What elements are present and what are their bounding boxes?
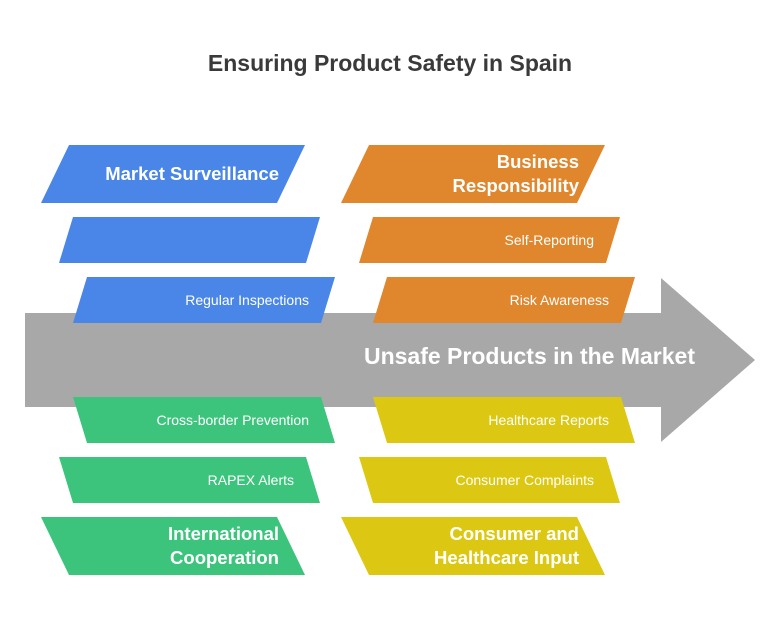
cause-label: Self-Reporting: [504, 232, 594, 248]
effect-label: Unsafe Products in the Market: [363, 343, 695, 369]
category-business-responsibility: Business Responsibility: [341, 145, 605, 203]
cause-cross-border-prevention: Cross-border Prevention: [73, 397, 335, 443]
cause-label: RAPEX Alerts: [207, 472, 294, 488]
category-market-surveillance: Market Surveillance: [41, 145, 305, 203]
category-consumer-healthcare-input: Consumer and Healthcare Input: [341, 517, 605, 575]
cause-label: Healthcare Reports: [488, 412, 609, 428]
category-label: Market Surveillance: [105, 163, 279, 184]
cause-label: Cross-border Prevention: [156, 412, 309, 428]
category-international-cooperation: International Cooperation: [41, 517, 305, 575]
category-label: Business Responsibility: [452, 151, 579, 196]
cause-market-surveillance-1: [59, 217, 320, 263]
cause-rapex-alerts: RAPEX Alerts: [59, 457, 320, 503]
cause-label: Risk Awareness: [509, 292, 609, 308]
cause-consumer-complaints: Consumer Complaints: [359, 457, 620, 503]
cause-healthcare-reports: Healthcare Reports: [373, 397, 635, 443]
category-label: Consumer and Healthcare Input: [434, 523, 579, 568]
cause-label: Consumer Complaints: [455, 472, 594, 488]
diagram-title: Ensuring Product Safety in Spain: [207, 50, 573, 76]
cause-regular-inspections: Regular Inspections: [73, 277, 335, 323]
cause-risk-awareness: Risk Awareness: [373, 277, 635, 323]
cause-self-reporting: Self-Reporting: [359, 217, 620, 263]
category-label: International Cooperation: [167, 523, 279, 568]
cause-label: Regular Inspections: [185, 292, 309, 308]
